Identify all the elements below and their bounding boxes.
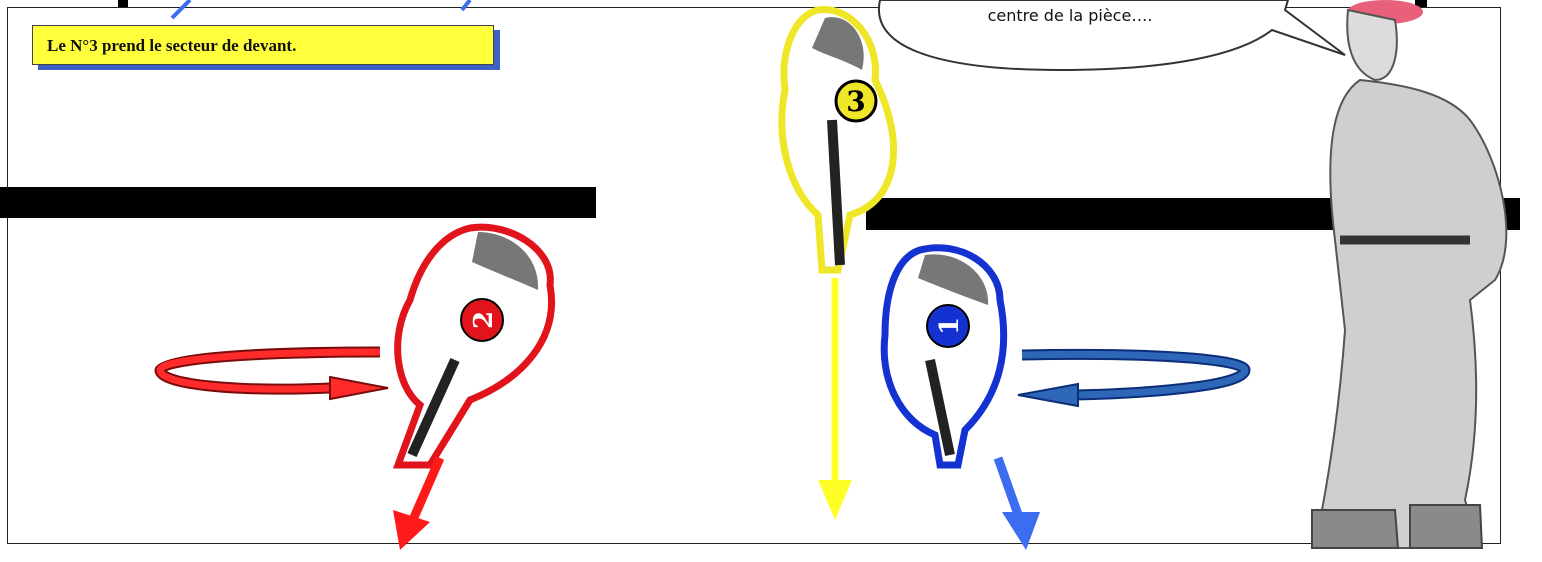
soldier-1: 1 xyxy=(880,244,1008,469)
blue-arrow xyxy=(993,456,1025,522)
soldier-2-badge xyxy=(460,298,504,342)
top-blue-fragment-right xyxy=(460,0,472,12)
soldier-1-helmet xyxy=(918,254,989,305)
soldier-1-rifle xyxy=(925,358,955,457)
soldier-3-number: 3 xyxy=(846,85,865,118)
soldier-1-outline xyxy=(880,244,1008,469)
blue-rotation-arrow xyxy=(1017,348,1251,408)
instructor-head xyxy=(1346,8,1398,82)
soldier-2: 2 xyxy=(392,223,555,469)
blue-arrowhead xyxy=(1002,512,1040,550)
soldier-3-badge xyxy=(834,79,878,123)
top-blue-fragment-left xyxy=(170,0,192,20)
red-arrowhead xyxy=(393,510,430,550)
caption-box: Le N°3 prend le secteur de devant. xyxy=(32,25,494,65)
soldier-1-number: 1 xyxy=(935,317,965,335)
room-frame xyxy=(7,7,1501,544)
soldier-2-helmet xyxy=(472,232,539,290)
red-arrow xyxy=(407,456,445,524)
soldier-2-rifle xyxy=(407,357,460,458)
speech-bubble-text: centre de la pièce…. xyxy=(987,6,1153,25)
soldier-3-helmet xyxy=(812,17,864,71)
left-wall xyxy=(0,187,596,218)
soldier-3: 3 xyxy=(778,6,897,274)
soldier-2-number: 2 xyxy=(469,311,499,329)
soldier-1-badge xyxy=(926,304,970,348)
soldier-3-rifle xyxy=(827,119,845,266)
yellow-arrowhead xyxy=(818,480,852,520)
caption-text: Le N°3 prend le secteur de devant. xyxy=(47,36,297,55)
instructor-figure xyxy=(1310,0,1508,549)
instructor-boots xyxy=(1311,504,1484,549)
speech-bubble xyxy=(877,0,1346,72)
instructor-body xyxy=(1310,78,1508,549)
red-rotation-arrow xyxy=(154,346,389,401)
